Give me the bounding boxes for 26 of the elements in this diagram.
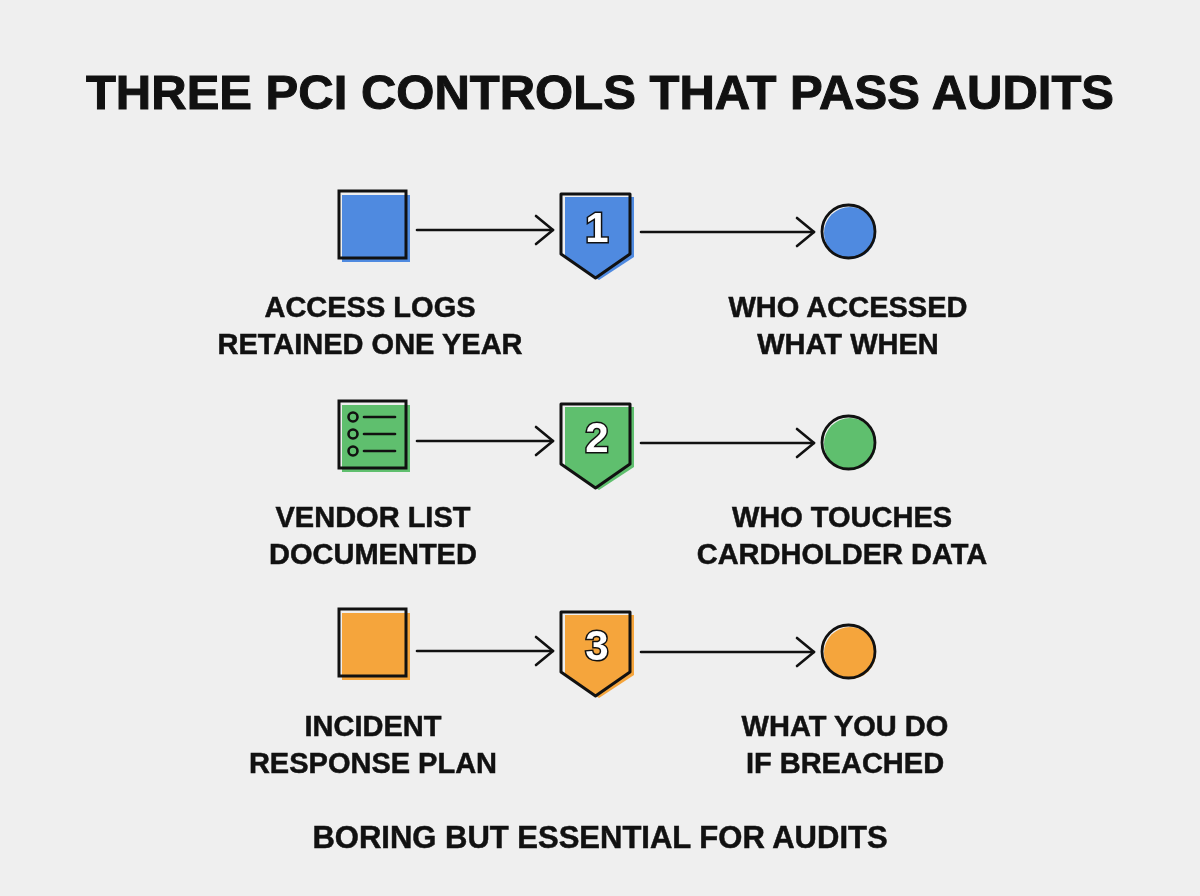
- shield-badge: [559, 402, 635, 491]
- circle-icon: [820, 203, 878, 261]
- shield-badge: [559, 610, 635, 699]
- node-caption: ACCESS LOGS RETAINED ONE YEAR: [216, 290, 524, 362]
- square-icon: [337, 607, 411, 681]
- arrow: [415, 214, 555, 246]
- arrow: [639, 427, 816, 459]
- square-icon: [337, 189, 411, 263]
- arrow: [415, 635, 555, 667]
- arrow: [639, 636, 816, 668]
- arrow: [415, 425, 555, 457]
- node-caption: VENDOR LIST DOCUMENTED: [268, 500, 478, 572]
- list-icon: [337, 399, 411, 473]
- node-caption: WHAT YOU DO IF BREACHED: [740, 709, 950, 781]
- step-number: 2: [584, 414, 610, 462]
- node-caption: INCIDENT RESPONSE PLAN: [247, 709, 499, 781]
- circle-icon: [820, 414, 878, 472]
- title: THREE PCI CONTROLS THAT PASS AUDITS: [85, 64, 1115, 121]
- node-caption: WHO ACCESSED WHAT WHEN: [727, 290, 969, 362]
- step-number: 1: [584, 204, 610, 252]
- circle-icon: [820, 623, 878, 681]
- shield-badge: [559, 192, 635, 281]
- node-caption: WHO TOUCHES CARDHOLDER DATA: [695, 500, 989, 572]
- caption: BORING BUT ESSENTIAL FOR AUDITS: [312, 819, 888, 857]
- arrow: [639, 216, 816, 248]
- step-number: 3: [584, 622, 610, 670]
